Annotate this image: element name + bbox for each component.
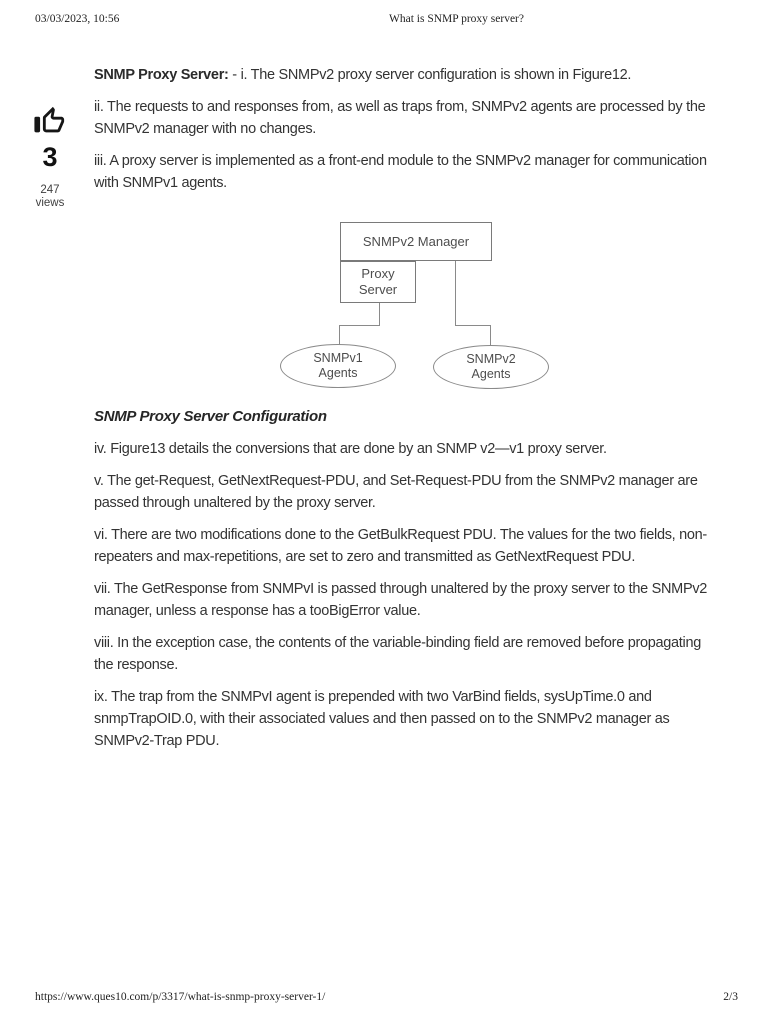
connector-line bbox=[339, 325, 340, 346]
snmp-proxy-diagram: SNMPv2 Manager Proxy Server SNMPv1 Agent… bbox=[280, 214, 550, 392]
paragraph-i: SNMP Proxy Server: - i. The SNMPv2 proxy… bbox=[94, 64, 768, 86]
connector-line bbox=[379, 301, 380, 326]
paragraph-ix: ix. The trap from the SNMPvI agent is pr… bbox=[94, 689, 670, 749]
thumbs-up-icon[interactable] bbox=[32, 104, 68, 138]
diagram-box-proxy-server: Proxy Server bbox=[340, 261, 416, 303]
answer-body: SNMP Proxy Server: - i. The SNMPv2 proxy… bbox=[94, 64, 768, 762]
print-footer-page-number: 2/3 bbox=[723, 991, 738, 1003]
print-header-title: What is SNMP proxy server? bbox=[389, 13, 524, 25]
answer-title: SNMP Proxy Server: bbox=[94, 67, 229, 83]
connector-line bbox=[339, 325, 380, 326]
paragraph-v: v. The get-Request, GetNextRequest-PDU, … bbox=[94, 473, 698, 511]
diagram-box-snmpv2-manager: SNMPv2 Manager bbox=[340, 222, 492, 261]
views-count: 247 views bbox=[35, 184, 65, 209]
print-header-date: 03/03/2023, 10:56 bbox=[35, 13, 120, 25]
paragraph-vii: vii. The GetResponse from SNMPvI is pass… bbox=[94, 581, 708, 619]
paragraph-viii: viii. In the exception case, the content… bbox=[94, 635, 701, 673]
diagram-ellipse-snmpv1-agents: SNMPv1 Agents bbox=[280, 344, 396, 388]
connector-line bbox=[455, 260, 456, 326]
connector-line bbox=[490, 325, 491, 348]
paragraph-iii: iii. A proxy server is implemented as a … bbox=[94, 153, 707, 191]
paragraph-i-text: - i. The SNMPv2 proxy server configurati… bbox=[228, 67, 632, 83]
connector-line bbox=[455, 325, 491, 326]
diagram-ellipse-snmpv2-agents: SNMPv2 Agents bbox=[433, 345, 549, 389]
vote-count: 3 bbox=[42, 142, 58, 172]
paragraph-iv: iv. Figure13 details the conversions tha… bbox=[94, 441, 607, 457]
print-footer-url: https://www.ques10.com/p/3317/what-is-sn… bbox=[35, 991, 326, 1003]
paragraph-vi: vi. There are two modifications done to … bbox=[94, 527, 707, 565]
paragraph-ii: ii. The requests to and responses from, … bbox=[94, 99, 706, 137]
section-heading: SNMP Proxy Server Configuration bbox=[94, 408, 327, 425]
vote-widget: 3 247 views bbox=[24, 104, 76, 210]
